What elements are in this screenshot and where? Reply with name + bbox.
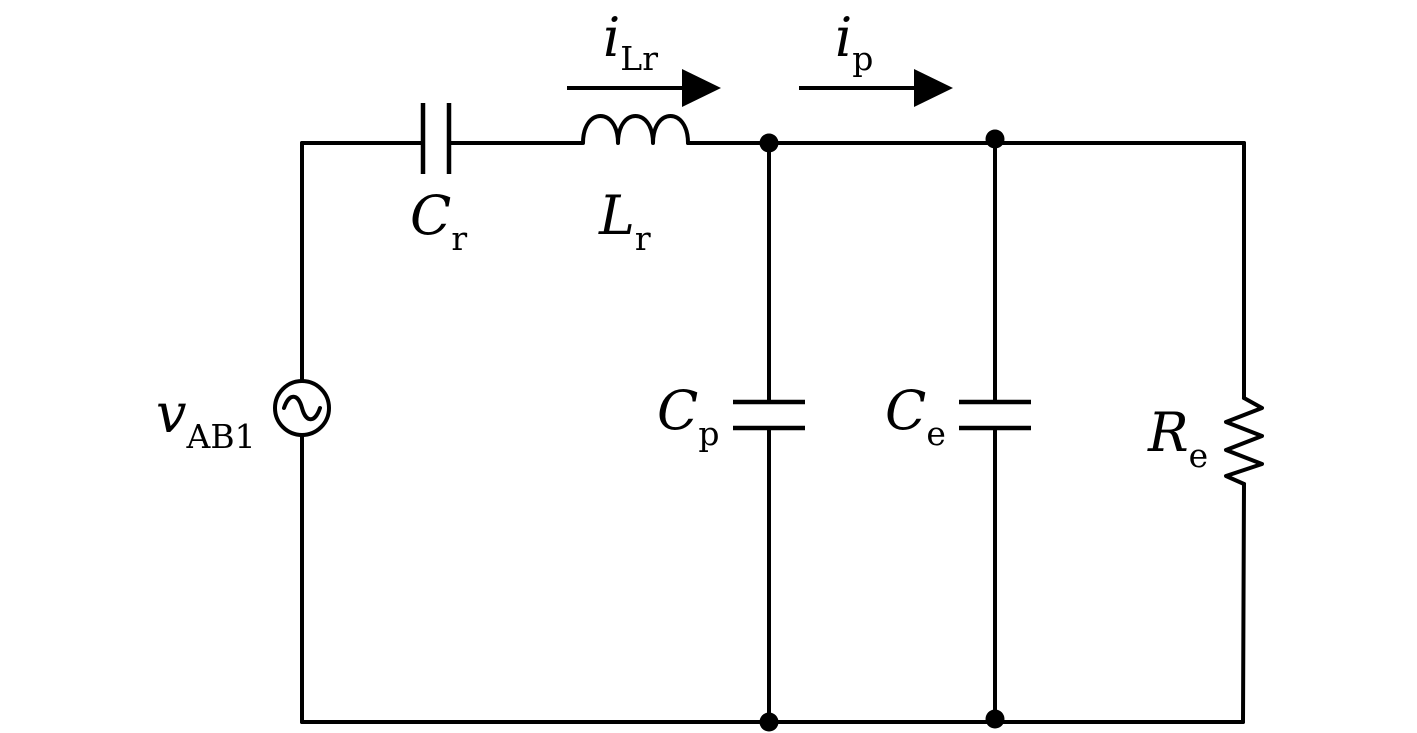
arrow-ilr: [567, 69, 721, 107]
label-current-ilr: iLr: [603, 6, 658, 78]
label-source-voltage: vAB1: [156, 382, 256, 456]
capacitor-ce-symbol: [959, 399, 1031, 431]
label-resistor-re: Re: [1147, 401, 1208, 475]
wire-re-lower: [1241, 482, 1246, 724]
node-top-ce: [985, 129, 1005, 149]
inductor-lr-symbol: [581, 114, 690, 145]
junction-nodes: [759, 129, 1005, 732]
label-inductor-lr: Lr: [598, 184, 651, 258]
label-current-ip: ip: [835, 6, 873, 78]
node-bottom-ce: [985, 709, 1005, 729]
label-capacitor-ce: Ce: [885, 379, 946, 453]
resistor-re-symbol: [1224, 396, 1264, 486]
label-capacitor-cp: Cp: [657, 379, 719, 453]
label-capacitor-cr: Cr: [410, 184, 467, 258]
node-top-cp: [759, 133, 779, 153]
arrow-ip: [799, 69, 953, 107]
capacitor-cr-symbol: [420, 103, 452, 174]
node-bottom-cp: [759, 712, 779, 732]
sine-wave-icon: [282, 394, 322, 422]
capacitor-cp-symbol: [733, 399, 805, 431]
ac-source-symbol: [273, 379, 331, 437]
